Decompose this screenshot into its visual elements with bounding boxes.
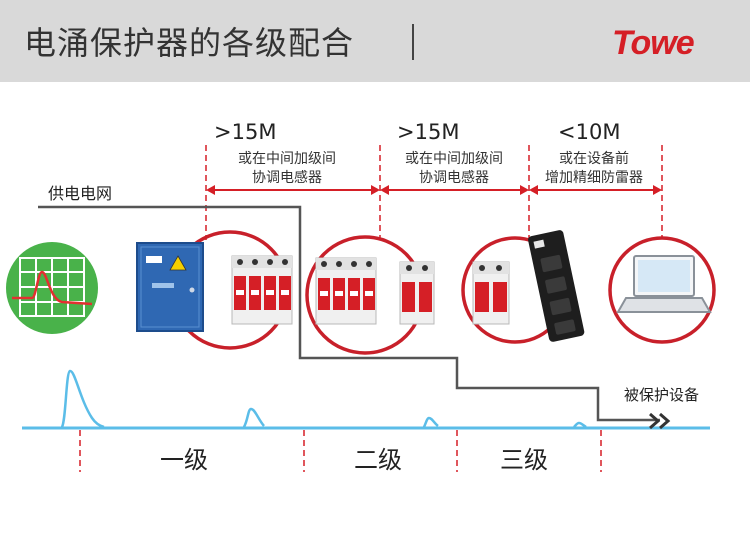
upper-markers — [205, 145, 663, 240]
stage-label-1: 一级 — [160, 446, 208, 474]
spd-module-stage3 — [472, 261, 510, 325]
page-title: 电涌保护器的各级配合 — [24, 24, 355, 62]
distance-note-1-line2: 协调电感器 — [252, 170, 322, 186]
distance-label-3: <10M — [558, 120, 621, 144]
title-divider — [412, 24, 414, 60]
power-strip-icon — [528, 230, 585, 342]
distance-arrow-3 — [529, 185, 662, 195]
grid-label: 供电电网 — [48, 184, 113, 203]
distance-note-1-line1: 或在中间加级间 — [238, 151, 336, 167]
laptop-icon — [616, 255, 712, 313]
distance-arrow-1 — [206, 185, 380, 195]
surge-pulse-4 — [573, 421, 587, 429]
power-grid-icon — [6, 242, 98, 334]
distance-arrow-2 — [380, 185, 529, 195]
spd-module-stage1 — [231, 255, 293, 325]
lower-markers — [79, 430, 602, 472]
distance-label-2: >15M — [397, 120, 460, 144]
protected-equipment-label: 被保护设备 — [624, 386, 700, 404]
spd-module-stage2-small — [399, 261, 435, 325]
stage-label-3: 三级 — [500, 446, 548, 474]
surge-pulse-2 — [242, 407, 265, 428]
spd-module-stage2-large — [315, 257, 377, 325]
distribution-box-icon — [136, 242, 204, 332]
stage-label-2: 二级 — [354, 446, 402, 474]
distance-note-3-line1: 或在设备前 — [559, 151, 629, 167]
power-line — [38, 205, 660, 422]
distance-note-3-line2: 增加精细防雷器 — [545, 170, 643, 186]
distance-note-1: 或在中间加级间 协调电感器 — [222, 150, 352, 188]
distance-note-2-line2: 协调电感器 — [419, 170, 489, 186]
brand-logo: Towe — [612, 24, 695, 62]
distance-note-2-line1: 或在中间加级间 — [405, 151, 503, 167]
double-arrow-icon — [649, 412, 671, 430]
surge-pulse-3 — [422, 416, 439, 428]
distance-note-2: 或在中间加级间 协调电感器 — [389, 150, 519, 188]
surge-pulse-1 — [60, 369, 105, 429]
distance-note-3: 或在设备前 增加精细防雷器 — [534, 150, 654, 188]
header-banner — [0, 0, 750, 82]
distance-label-1: >15M — [214, 120, 277, 144]
